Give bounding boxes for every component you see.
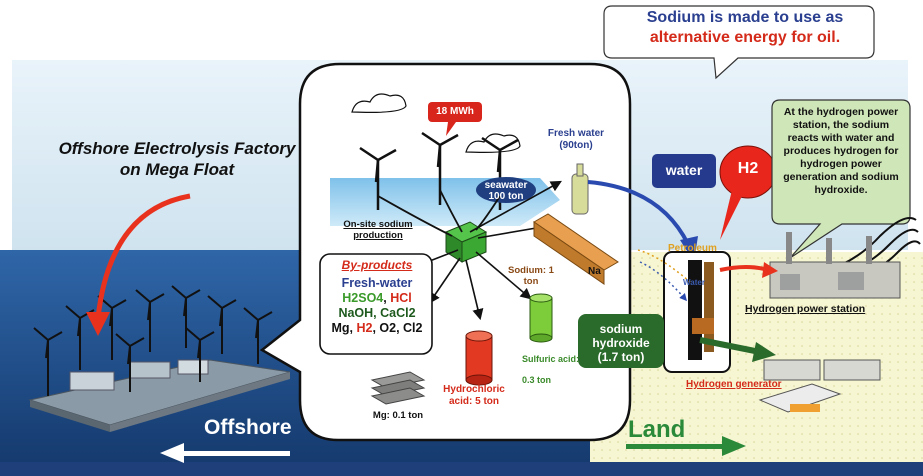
byproduct-acids: H2SO4, HCl (322, 291, 432, 306)
byproducts-box (319, 253, 433, 355)
onsite-production-label: On-site sodium production (328, 219, 428, 241)
fresh-water-flow-arrow (587, 180, 690, 245)
land-arrow (626, 436, 746, 456)
callout-text: Sodium is made to use as alternative ene… (630, 8, 860, 48)
water-small-label: Water (683, 278, 705, 287)
byproduct-hcl: HCl (390, 291, 412, 305)
byproduct-mg: Mg, (331, 321, 357, 335)
byproduct-sep: , (383, 291, 391, 305)
naoh-box (578, 314, 664, 368)
naoh-output-arrow (699, 337, 761, 355)
byproduct-h2: H2 (356, 321, 373, 335)
byproduct-h2so4: H2SO4 (342, 291, 384, 305)
offshore-label: Offshore (204, 416, 292, 439)
sulfuric-cylinder-icon (529, 293, 553, 343)
seawater-badge (476, 177, 536, 203)
onsite-text: On-site sodium production (343, 219, 413, 241)
byproduct-o2-cl2: , O2, Cl2 (372, 321, 423, 335)
byproducts-title: By-products (341, 258, 413, 272)
title-pointer-arrow (95, 193, 191, 319)
byproduct-naoh: NaOH, CaCl2 (338, 306, 416, 320)
sodium-label: Sodium: 1 ton (508, 265, 554, 287)
water-label: water (665, 162, 703, 178)
h2-label: H2 (737, 160, 759, 177)
byproduct-gases: Mg, H2, O2, Cl2 (322, 321, 432, 336)
energy-badge (428, 102, 482, 122)
power-station-icon (769, 232, 901, 299)
mg-label: Mg: 0.1 ton (372, 410, 424, 421)
hydrochloric-cylinder-icon (465, 330, 493, 386)
callout-line-1: Sodium is made to use as (646, 9, 844, 26)
fresh-water-label: Fresh water (90ton) (547, 128, 605, 151)
callout-bubble (603, 5, 875, 80)
sodium-bar-icon (533, 213, 619, 285)
green-note-text: At the hydrogen power station, the sodiu… (783, 106, 899, 196)
sulfuric-label: Sulfuric acid: 0.3 ton (522, 354, 580, 385)
na-label: Na (588, 266, 601, 277)
power-station-label: Hydrogen power station (745, 303, 866, 315)
mg-plates-icon (370, 371, 426, 405)
green-note-box (771, 99, 911, 259)
water-badge (652, 154, 716, 188)
generator-label: Hydrogen generator (686, 379, 782, 390)
byproduct-fresh-water: Fresh-water (341, 276, 413, 290)
bottle-icon (571, 163, 589, 215)
bottom-strip (0, 462, 923, 476)
land-label: Land (628, 416, 686, 443)
offshore-arrow (160, 443, 290, 463)
page-title: Offshore Electrolysis Factory on Mega Fl… (58, 139, 296, 179)
mega-float-platform (28, 285, 291, 432)
cloud-icon (351, 93, 521, 153)
energy-label: 18 MWh (436, 106, 474, 117)
petroleum-label: Petroleum (668, 243, 717, 254)
hydrochloric-label: Hydrochloric acid: 5 ton (443, 384, 505, 407)
factories-icon (758, 359, 881, 413)
callout-line-2: alternative energy for oil. (649, 29, 841, 46)
naoh-label: sodium hydroxide (1.7 ton) (592, 322, 650, 364)
seawater-label: seawater 100 ton (484, 180, 528, 202)
